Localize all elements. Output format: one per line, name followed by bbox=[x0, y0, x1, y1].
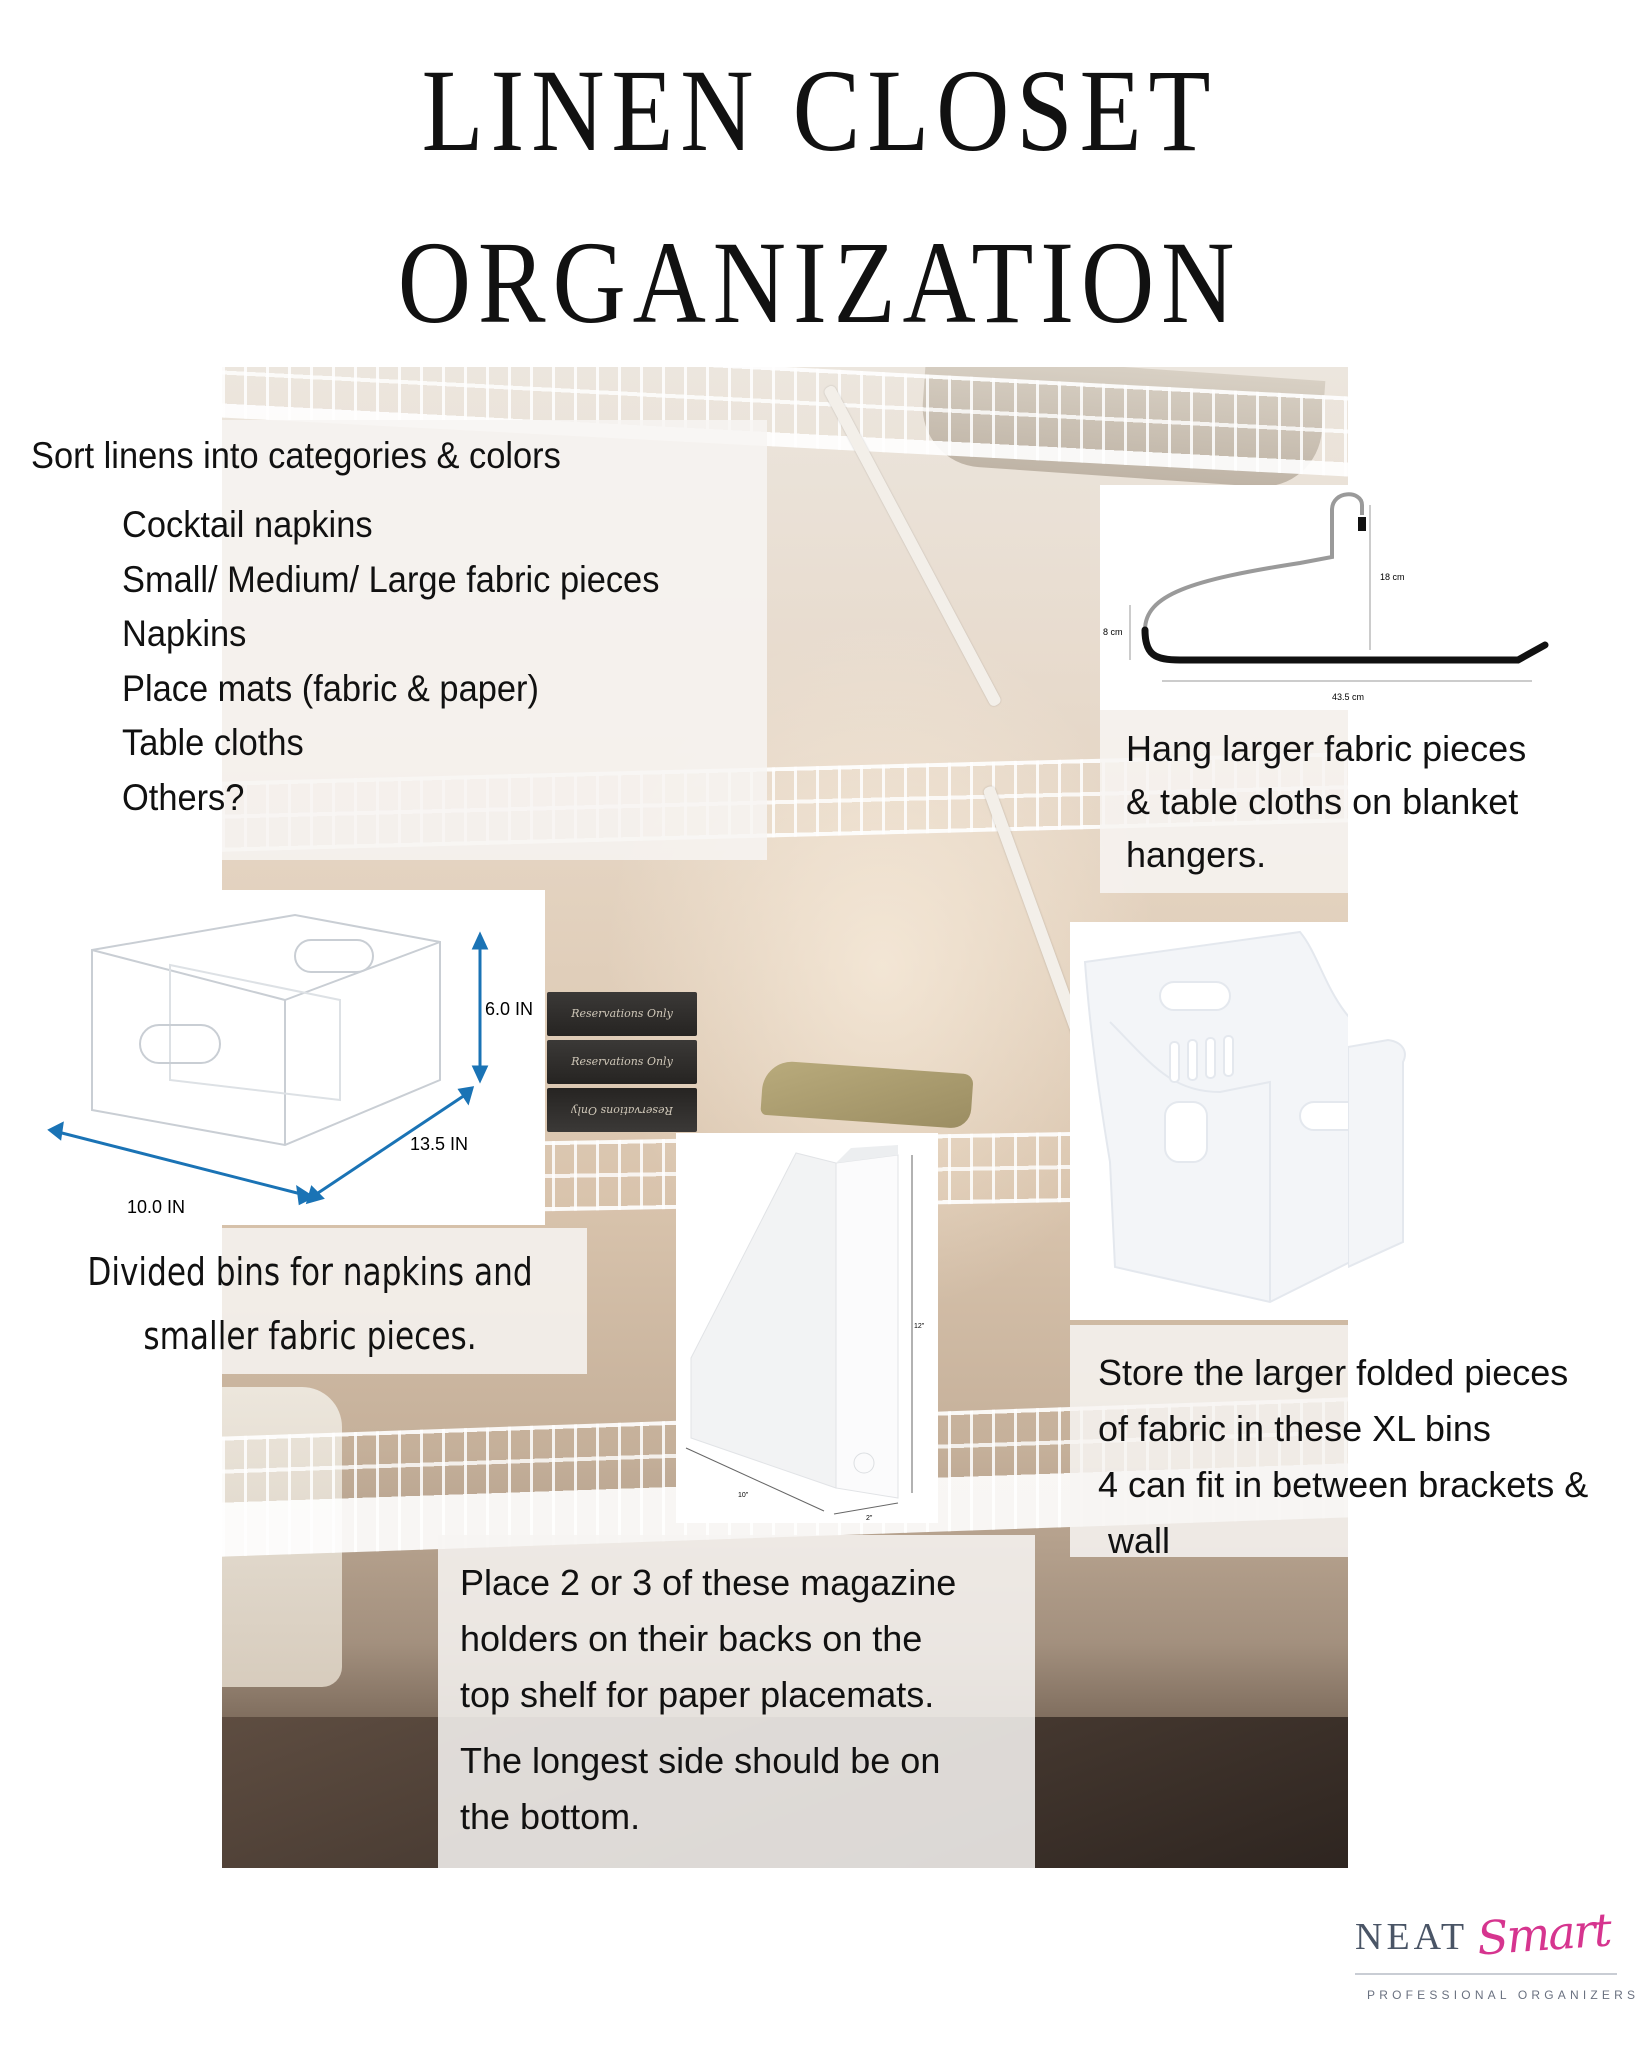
caption-line: smaller fabric pieces. bbox=[143, 1314, 477, 1358]
caption-line: Hang larger fabric pieces bbox=[1126, 728, 1527, 769]
page-title-line-1: LINEN CLOSET bbox=[421, 45, 1218, 176]
bin-height-label: 6.0 IN bbox=[485, 999, 533, 1019]
xl-bin-icon bbox=[1083, 930, 1391, 1304]
category-item: Place mats (fabric & paper) bbox=[122, 667, 539, 709]
divided-bin-image: 6.0 IN 13.5 IN 10.0 IN bbox=[40, 890, 545, 1225]
caption-line: Place 2 or 3 of these magazine bbox=[460, 1562, 957, 1603]
divided-bin-caption-panel bbox=[222, 1228, 587, 1374]
magazine-caption-panel bbox=[438, 1535, 1035, 1868]
hanger-hook-label: 8 cm bbox=[1103, 627, 1123, 637]
clear-bin-icon: 6.0 IN 13.5 IN 10.0 IN bbox=[47, 913, 533, 1217]
category-item: Table cloths bbox=[122, 722, 304, 763]
logo-word-smart: Smart bbox=[1475, 1902, 1612, 1966]
caption-line: hangers. bbox=[1126, 834, 1267, 875]
magazine-caption: Place 2 or 3 of these magazine holders o… bbox=[460, 1555, 1030, 1845]
category-item: Small/ Medium/ Large fabric pieces bbox=[122, 558, 660, 600]
magazine-holder-icon: 12" 10" 2" bbox=[685, 1145, 925, 1522]
caption-line: of fabric in these XL bins bbox=[1098, 1408, 1491, 1449]
caption-paragraph: Place 2 or 3 of these magazine holders o… bbox=[460, 1555, 1030, 1723]
caption-line: Divided bins for napkins and bbox=[87, 1250, 533, 1294]
page-title-line-2: ORGANIZATION bbox=[397, 217, 1242, 348]
caption-line: wall bbox=[1108, 1520, 1171, 1561]
sort-heading: Sort linens into categories & colors bbox=[31, 435, 561, 476]
logo-word-neat: NEAT bbox=[1355, 1916, 1469, 1958]
hanger-height-label: 18 cm bbox=[1380, 572, 1405, 582]
caption-line: 4 can fit in between brackets & bbox=[1098, 1464, 1589, 1505]
caption-line: top shelf for paper placemats. bbox=[460, 1674, 935, 1715]
bin-depth-label: 13.5 IN bbox=[410, 1134, 468, 1154]
napkin-box: Reservations Only bbox=[547, 1040, 697, 1084]
caption-line: The longest side should be on bbox=[460, 1740, 941, 1781]
xl-bin-image bbox=[1070, 922, 1391, 1320]
logo-tagline: PROFESSIONAL ORGANIZERS bbox=[1367, 1988, 1639, 2002]
caption-line: & table cloths on blanket bbox=[1126, 781, 1519, 822]
logo-divider bbox=[1355, 1973, 1617, 1975]
napkin-box: Reservations Only bbox=[547, 992, 697, 1036]
magazine-height-label: 12" bbox=[914, 1323, 925, 1330]
napkin-box-stack: Reservations Only Reservations Only Rese… bbox=[547, 992, 697, 1137]
category-item: Napkins bbox=[122, 613, 247, 654]
bin-width-label: 10.0 IN bbox=[127, 1197, 185, 1217]
hanger-width-label: 43.5 cm bbox=[1332, 692, 1364, 702]
xl-bin-side-icon bbox=[1347, 1038, 1406, 1269]
napkin-box: Reservations Only bbox=[547, 1088, 697, 1132]
sort-panel bbox=[222, 420, 767, 860]
category-item: Others? bbox=[122, 776, 245, 818]
caption-line: the bottom. bbox=[460, 1796, 641, 1837]
xl-bin-caption-panel bbox=[1070, 1325, 1348, 1557]
blanket-hanger-image: 18 cm 8 cm 43.5 cm bbox=[1100, 485, 1570, 710]
magazine-depth-label: 10" bbox=[738, 1492, 749, 1499]
caption-line: Store the larger folded pieces bbox=[1098, 1352, 1569, 1393]
xl-bin-caption: Store the larger folded pieces of fabric… bbox=[1098, 1345, 1639, 1569]
caption-line: holders on their backs on the bbox=[460, 1618, 923, 1659]
category-item: Cocktail napkins bbox=[122, 504, 373, 545]
divided-bin-caption: Divided bins for napkins and smaller fab… bbox=[80, 1240, 539, 1368]
hanger-caption: Hang larger fabric pieces & table cloths… bbox=[1126, 722, 1639, 881]
hanger-icon: 18 cm 8 cm 43.5 cm bbox=[1103, 492, 1549, 702]
caption-paragraph: The longest side should be on the bottom… bbox=[460, 1733, 1030, 1845]
xl-bin-image-overflow bbox=[1347, 922, 1508, 1320]
hanger-caption-panel bbox=[1100, 710, 1348, 893]
magazine-holder-image: 12" 10" 2" bbox=[676, 1133, 938, 1523]
category-list: Cocktail napkins Small/ Medium/ Large fa… bbox=[122, 498, 700, 825]
magazine-width-label: 2" bbox=[866, 1515, 873, 1522]
neat-smart-logo: NEAT Smart PROFESSIONAL ORGANIZERS bbox=[1355, 1902, 1635, 2025]
